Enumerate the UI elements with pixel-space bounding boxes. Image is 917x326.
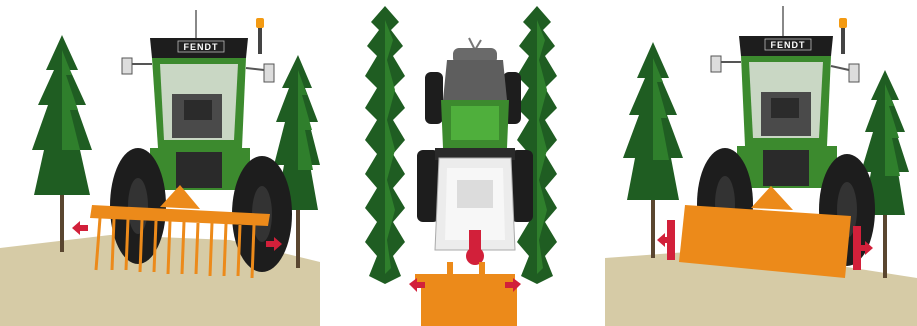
brand-label: FENDT xyxy=(771,40,806,50)
brand-label: FENDT xyxy=(184,42,219,52)
beacon-icon xyxy=(839,18,847,28)
tree-icon xyxy=(32,35,92,252)
panel-top-view-sprayer xyxy=(355,0,565,326)
tree-icon xyxy=(517,6,557,284)
beacon-icon xyxy=(256,18,264,28)
sprayer-icon xyxy=(435,158,515,265)
direction-arrow-icon xyxy=(72,221,88,235)
panel-slope-tined-implement: FENDT xyxy=(0,0,320,326)
tree-icon xyxy=(365,6,405,284)
panel-slope-solid-implement: FENDT xyxy=(605,0,917,326)
tractor-icon: FENDT xyxy=(110,10,292,272)
implement-icon xyxy=(415,262,517,326)
